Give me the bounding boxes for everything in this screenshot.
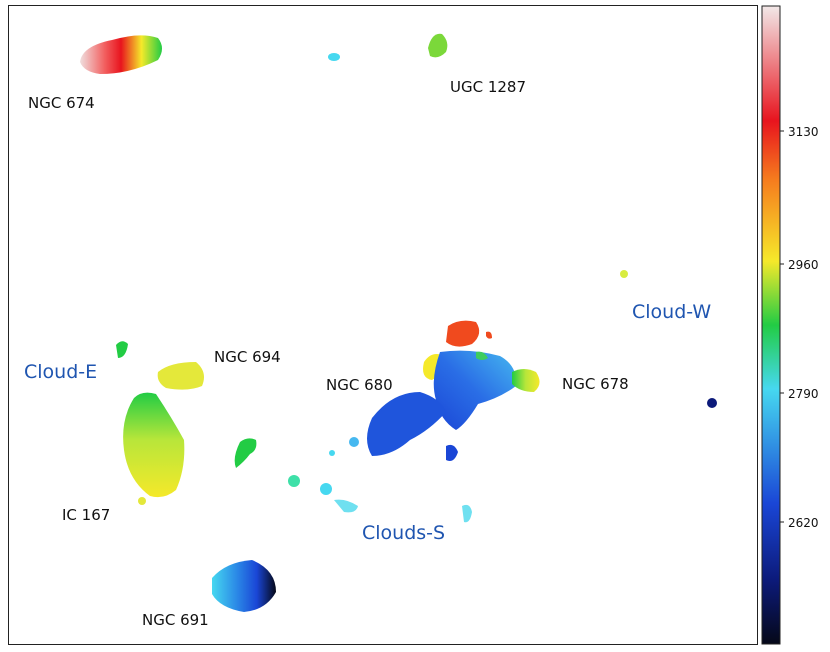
cloud-w-blob-dark bbox=[707, 398, 717, 408]
label-ngc678: NGC 678 bbox=[562, 375, 629, 393]
cloud-blob bbox=[328, 53, 340, 61]
clouds-s-blob bbox=[462, 504, 472, 523]
clouds-s-blob bbox=[349, 437, 359, 447]
cloud-e-blob bbox=[116, 341, 128, 358]
colorbar-tick-2790: 2790 bbox=[788, 387, 819, 401]
ic167-blob bbox=[138, 497, 146, 505]
label-ic167: IC 167 bbox=[62, 506, 110, 524]
cloud-blob bbox=[234, 438, 257, 468]
colorbar-tick-3130: 3130 bbox=[788, 125, 819, 139]
clouds-s-blob bbox=[320, 483, 332, 495]
galaxy-ugc1287 bbox=[428, 33, 448, 58]
cloud-w-blob bbox=[620, 270, 628, 278]
clouds-s-blob bbox=[334, 499, 358, 513]
label-clouds-s: Clouds-S bbox=[362, 522, 445, 544]
label-cloud-w: Cloud-W bbox=[632, 301, 711, 323]
galaxy-ic167 bbox=[123, 392, 185, 498]
cloud-blob bbox=[288, 475, 300, 487]
galaxy-ngc694 bbox=[157, 362, 204, 390]
galaxy-ngc674 bbox=[80, 35, 162, 74]
label-ugc1287: UGC 1287 bbox=[450, 78, 526, 96]
label-ngc694: NGC 694 bbox=[214, 348, 281, 366]
clouds-s-blob bbox=[329, 450, 335, 456]
plot-frame bbox=[8, 5, 758, 645]
colorbar-tick-2960: 2960 bbox=[788, 258, 819, 272]
label-ngc674: NGC 674 bbox=[28, 94, 95, 112]
galaxy-ngc680 bbox=[367, 320, 517, 461]
colorbar-tick-2620: 2620 bbox=[788, 516, 819, 530]
galaxy-ngc691 bbox=[212, 560, 276, 612]
colorbar: 3130 2960 2790 2620 bbox=[761, 5, 819, 645]
label-ngc680: NGC 680 bbox=[326, 376, 393, 394]
label-ngc691: NGC 691 bbox=[142, 611, 209, 629]
galaxy-ngc678 bbox=[512, 369, 540, 392]
label-cloud-e: Cloud-E bbox=[24, 361, 97, 383]
